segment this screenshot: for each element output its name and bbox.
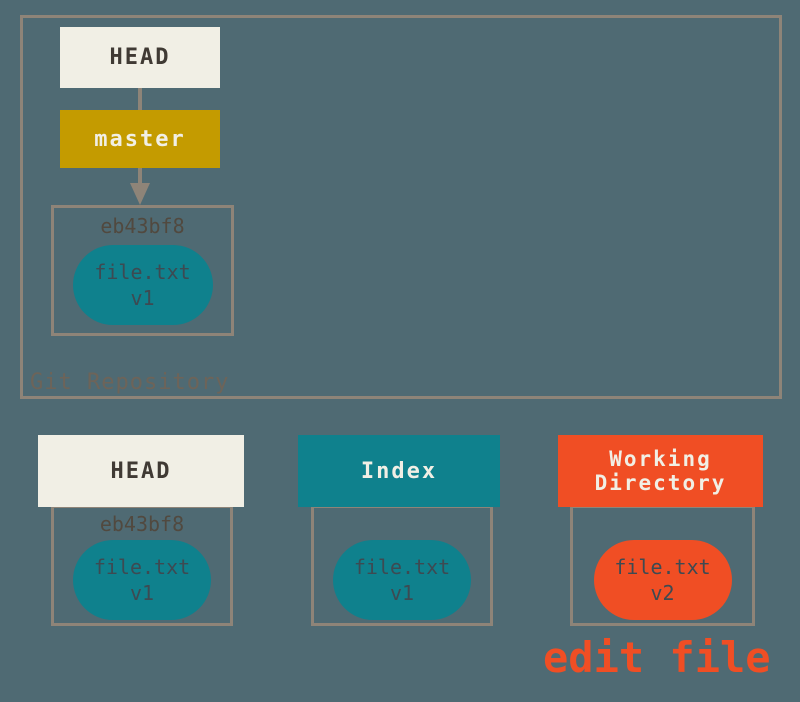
- working-directory-file-blob: file.txt v2: [593, 540, 732, 620]
- file-version: v2: [650, 581, 675, 605]
- git-repository-box: [20, 15, 782, 399]
- working-directory-box: file.txt v2: [570, 505, 755, 626]
- head-area-header: HEAD: [38, 435, 244, 507]
- index-area-header: Index: [298, 435, 500, 507]
- head-ref-label: HEAD: [109, 45, 171, 70]
- working-directory-title-line1: Working: [609, 447, 712, 471]
- file-version: v1: [389, 581, 415, 605]
- commit-box: eb43bf8 file.txt v1: [51, 205, 234, 336]
- commit-hash-label: eb43bf8: [100, 214, 185, 238]
- file-name: file.txt: [93, 555, 191, 579]
- file-version: v1: [129, 581, 155, 605]
- working-directory-title-line2: Directory: [594, 471, 727, 495]
- head-area-title: HEAD: [110, 458, 172, 484]
- working-directory-header: Working Directory: [558, 435, 763, 507]
- head-area-file-blob: file.txt v1: [73, 540, 211, 620]
- commit-file-blob: file.txt v1: [72, 245, 213, 325]
- arrowhead-down-icon: [130, 183, 150, 205]
- index-area-title: Index: [360, 458, 438, 484]
- arrow-master-to-commit: [138, 168, 142, 184]
- file-version: v1: [130, 286, 155, 310]
- head-area-box: eb43bf8 file.txt v1: [51, 505, 233, 626]
- edit-file-annotation: edit file: [543, 633, 771, 682]
- head-area-hash-label: eb43bf8: [99, 512, 185, 536]
- arrow-head-to-master: [138, 88, 142, 110]
- file-name: file.txt: [353, 555, 451, 579]
- file-name: file.txt: [94, 260, 191, 284]
- master-branch-box: master: [60, 110, 220, 168]
- index-area-box: file.txt v1: [311, 505, 493, 626]
- master-branch-label: master: [94, 126, 186, 152]
- file-name: file.txt: [614, 555, 711, 579]
- git-repository-label: Git Repository: [30, 370, 230, 395]
- index-area-file-blob: file.txt v1: [333, 540, 471, 620]
- head-ref-box: HEAD: [60, 27, 220, 88]
